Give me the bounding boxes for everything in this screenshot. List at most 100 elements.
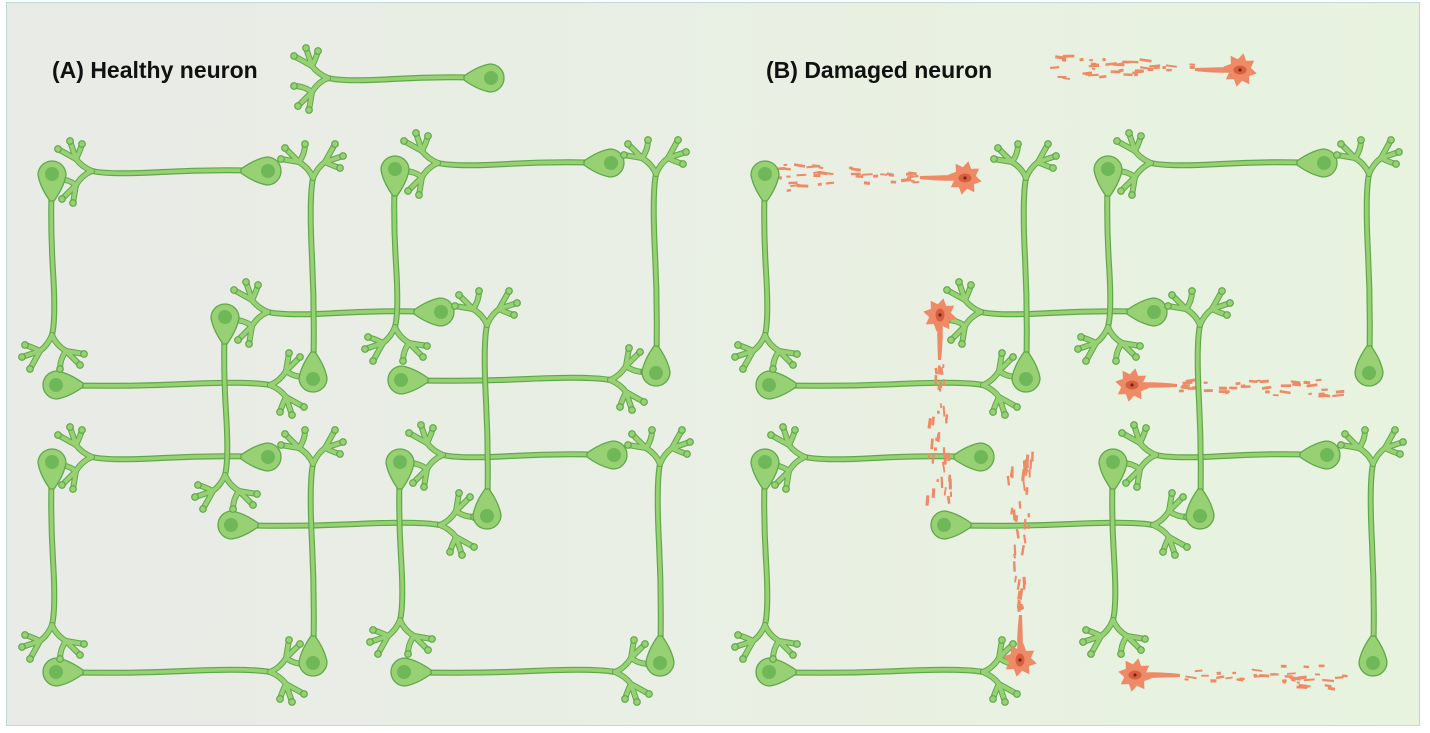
axon-fragment: [796, 173, 807, 177]
axon-fragment: [1216, 675, 1225, 680]
axon-fragment: [1332, 393, 1344, 398]
axon-fragment: [1025, 454, 1030, 465]
axon-fragment: [934, 375, 938, 385]
healthy-neuron: [1337, 426, 1407, 677]
axon-fragment: [1010, 507, 1014, 515]
axon-fragment: [1021, 469, 1026, 481]
axon-fragment: [1318, 394, 1328, 398]
axon-fragment: [925, 495, 930, 506]
soma: [641, 345, 671, 387]
axon-fragment: [940, 476, 944, 489]
axon-fragment: [1341, 674, 1348, 678]
soma: [37, 448, 67, 490]
nucleus: [1101, 162, 1115, 176]
nucleus: [762, 378, 776, 392]
axon-fragment: [1016, 579, 1021, 590]
axon-fragment: [813, 170, 822, 175]
axon-fragment: [1079, 57, 1084, 62]
nucleus: [607, 448, 621, 462]
axon-fragment: [1149, 64, 1161, 68]
nucleus: [224, 518, 238, 532]
healthy-neuron: [400, 129, 625, 199]
axon-fragment: [1210, 679, 1217, 683]
nucleus: [1320, 448, 1334, 462]
axon-fragment: [1306, 685, 1311, 688]
nucleus: [1366, 656, 1380, 670]
axon-fragment: [1022, 460, 1027, 470]
axon-fragment: [1105, 62, 1117, 66]
soma: [37, 160, 67, 202]
axon-fragment: [946, 452, 951, 462]
axon-fragment: [825, 181, 835, 185]
axon-fragment: [1315, 378, 1322, 382]
axon-fragment: [1062, 54, 1075, 58]
axon-fragment: [1180, 385, 1192, 390]
axon-fragment: [1216, 671, 1221, 675]
soma: [210, 303, 240, 345]
soma: [953, 442, 995, 472]
healthy-neuron: [1333, 136, 1403, 387]
axon-fragment: [817, 182, 823, 187]
axon-fragment: [1287, 672, 1296, 675]
soma: [1011, 351, 1041, 393]
axon-fragment: [1240, 385, 1251, 389]
healthy-neuron-example: [290, 44, 505, 114]
axon-fragment: [822, 171, 834, 176]
soma: [240, 442, 282, 472]
axon-fragment: [1259, 379, 1269, 384]
axon-fragment: [1289, 676, 1301, 681]
healthy-neuron: [405, 421, 628, 491]
nucleus: [1106, 455, 1120, 469]
nucleus: [649, 366, 663, 380]
axon-fragment: [941, 461, 946, 473]
axon-fragment: [863, 181, 871, 185]
healthy-neuron: [930, 489, 1191, 559]
axon-fragment: [1322, 678, 1335, 683]
axon-fragment: [1184, 678, 1189, 681]
axon-fragment: [1023, 518, 1027, 530]
axon-fragment: [873, 174, 879, 178]
nucleus: [397, 665, 411, 679]
axon-fragment: [1203, 389, 1213, 393]
axon-fragment: [1185, 675, 1197, 680]
axon-fragment: [1110, 70, 1121, 74]
axon-fragment: [1224, 392, 1229, 395]
axon-fragment: [790, 183, 800, 188]
healthy-neuron: [1118, 421, 1341, 491]
axon-fragment: [1261, 385, 1272, 390]
healthy-neuron: [366, 448, 436, 658]
nucleus: [974, 450, 988, 464]
nucleus: [1147, 305, 1161, 319]
axon-fragment: [1282, 679, 1287, 683]
axon-fragment: [1017, 601, 1022, 610]
nucleus: [762, 665, 776, 679]
axon-fragment: [1012, 509, 1017, 521]
soma: [1296, 148, 1338, 178]
axon-fragment: [783, 163, 788, 166]
axon-fragment: [793, 163, 806, 168]
axon-fragment: [888, 173, 895, 177]
axon-fragment: [1308, 392, 1312, 396]
soma: [380, 155, 410, 197]
axon-fragment: [1318, 664, 1325, 668]
axon-fragment: [934, 367, 939, 375]
soma: [463, 63, 505, 93]
soma: [42, 657, 84, 687]
nucleus: [434, 305, 448, 319]
axon-fragment: [942, 447, 946, 456]
nucleus: [1317, 156, 1331, 170]
axon-fragment: [788, 181, 798, 185]
axon-fragment: [1251, 668, 1263, 672]
axon-fragment: [1239, 677, 1245, 680]
nucleus: [306, 656, 320, 670]
axon-fragment: [1028, 468, 1031, 478]
damaged-neuron: [923, 298, 957, 506]
soma: [750, 160, 780, 202]
axon-fragment: [942, 378, 946, 386]
soma: [217, 510, 259, 540]
axon-fragment: [1182, 380, 1193, 385]
axon-fragment: [943, 486, 947, 496]
healthy-neuron: [42, 636, 308, 706]
healthy-neuron: [451, 287, 521, 530]
axon-fragment: [1296, 681, 1300, 684]
